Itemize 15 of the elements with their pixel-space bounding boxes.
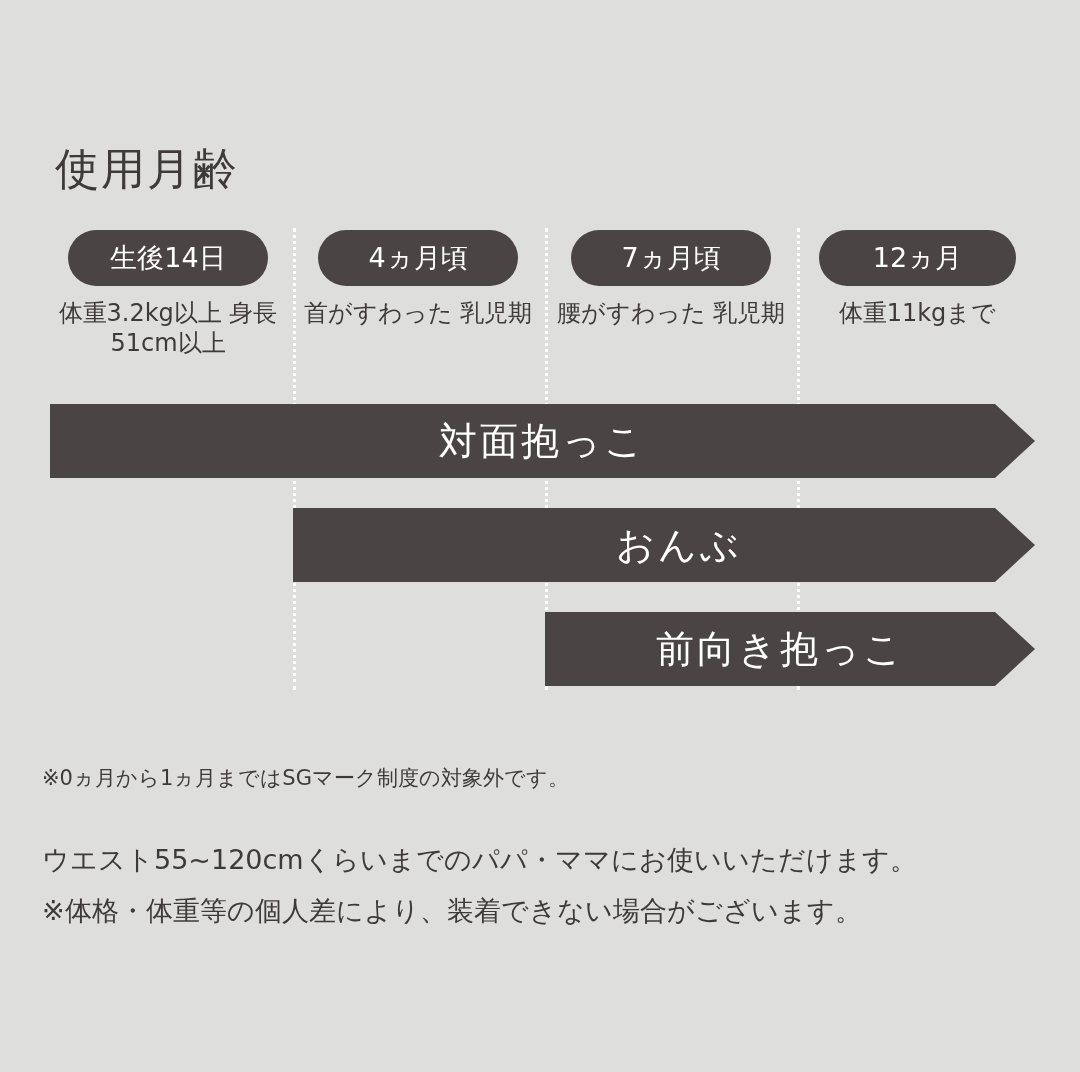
title-text: 使用月齢 bbox=[55, 142, 239, 196]
caption-text: 体重3.2kg以上 身長51cm以上 bbox=[57, 298, 279, 358]
age-badge: 生後14日 bbox=[68, 230, 268, 286]
caption-text: 首がすわった 乳児期 bbox=[302, 298, 534, 328]
age-badge: 7ヵ月頃 bbox=[571, 230, 771, 286]
bar-label: 前向き抱っこ bbox=[655, 625, 905, 673]
age-badge: 12ヵ月 bbox=[819, 230, 1016, 286]
caption-text: 体重11kgまで bbox=[837, 298, 998, 328]
caption-text: 腰がすわった 乳児期 bbox=[555, 298, 787, 328]
note-text: ウエスト55~120cmくらいまでのパパ・ママにお使いいただけます。 bbox=[42, 843, 917, 877]
age-badge: 4ヵ月頃 bbox=[318, 230, 518, 286]
bar-label: 対面抱っこ bbox=[439, 417, 646, 465]
note-text: ※体格・体重等の個人差により、装着できない場合がございます。 bbox=[42, 894, 862, 928]
note-text: ※0ヵ月から1ヵ月まではSGマーク制度の対象外です。 bbox=[42, 765, 569, 792]
bar-label: おんぶ bbox=[615, 521, 742, 569]
